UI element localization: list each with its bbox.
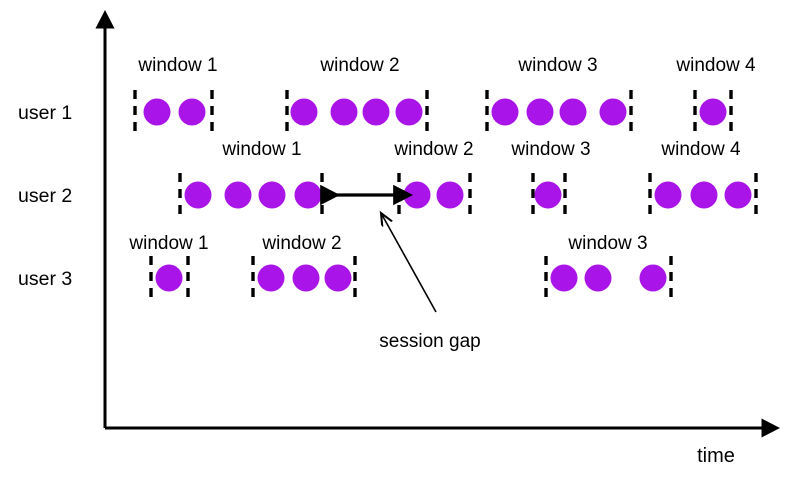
event-dot [155, 264, 183, 292]
session-window: window 2 [285, 55, 429, 134]
event-dot [292, 264, 320, 292]
event-dot [224, 181, 252, 209]
event-dot [584, 264, 612, 292]
event-dot [436, 181, 464, 209]
event-dot [362, 98, 390, 126]
event-dot [491, 98, 519, 126]
user-label: user 1 [18, 102, 72, 124]
session-window: window 3 [544, 233, 673, 300]
event-dot [639, 264, 667, 292]
user-row: user 1 window 1 window 2 window 3 window 4 [18, 55, 756, 134]
session-gap-label: session gap [379, 331, 480, 352]
session-window: window 4 [675, 55, 756, 134]
window-label: window 3 [517, 55, 597, 76]
event-dot [654, 181, 682, 209]
session-window: window 3 [510, 139, 591, 217]
session-window: window 1 [133, 55, 218, 134]
session-gap-leader-line [381, 213, 437, 313]
session-window: window 3 [485, 55, 633, 134]
window-label: window 1 [137, 55, 217, 76]
x-axis-label: time [697, 445, 735, 467]
window-label: window 1 [221, 139, 301, 160]
session-window: window 1 [178, 139, 324, 217]
window-label: window 2 [261, 233, 341, 254]
session-window: window 2 [393, 139, 474, 217]
user-label: user 3 [18, 268, 72, 290]
event-dot [294, 181, 322, 209]
session-window: window 1 [128, 233, 209, 300]
session-window: window 4 [648, 139, 758, 217]
event-dot [724, 181, 752, 209]
event-dot [178, 98, 206, 126]
event-dot [257, 264, 285, 292]
user-row: user 2 window 1 window 2 window 3 window 4 [18, 139, 758, 217]
event-dot [330, 98, 358, 126]
window-label: window 3 [510, 139, 590, 160]
event-dot [143, 98, 171, 126]
event-dot [395, 98, 423, 126]
event-dot [324, 264, 352, 292]
event-dot [290, 98, 318, 126]
session-gap-annotation: session gap [320, 184, 481, 352]
axes-group: time [95, 10, 780, 467]
window-label: window 2 [393, 139, 473, 160]
window-label: window 3 [567, 233, 647, 254]
event-dot [599, 98, 627, 126]
user-label: user 2 [18, 185, 72, 207]
event-dot [559, 98, 587, 126]
window-label: window 4 [675, 55, 756, 76]
event-dot [699, 98, 727, 126]
event-dot [534, 181, 562, 209]
event-dot [403, 181, 431, 209]
window-label: window 2 [319, 55, 399, 76]
session-window: window 2 [251, 233, 357, 300]
event-dot [690, 181, 718, 209]
event-dot [184, 181, 212, 209]
window-label: window 4 [660, 139, 741, 160]
event-dot [258, 181, 286, 209]
window-label: window 1 [128, 233, 208, 254]
user-row: user 3 window 1 window 2 window 3 [18, 233, 673, 300]
event-dot [550, 264, 578, 292]
event-dot [526, 98, 554, 126]
